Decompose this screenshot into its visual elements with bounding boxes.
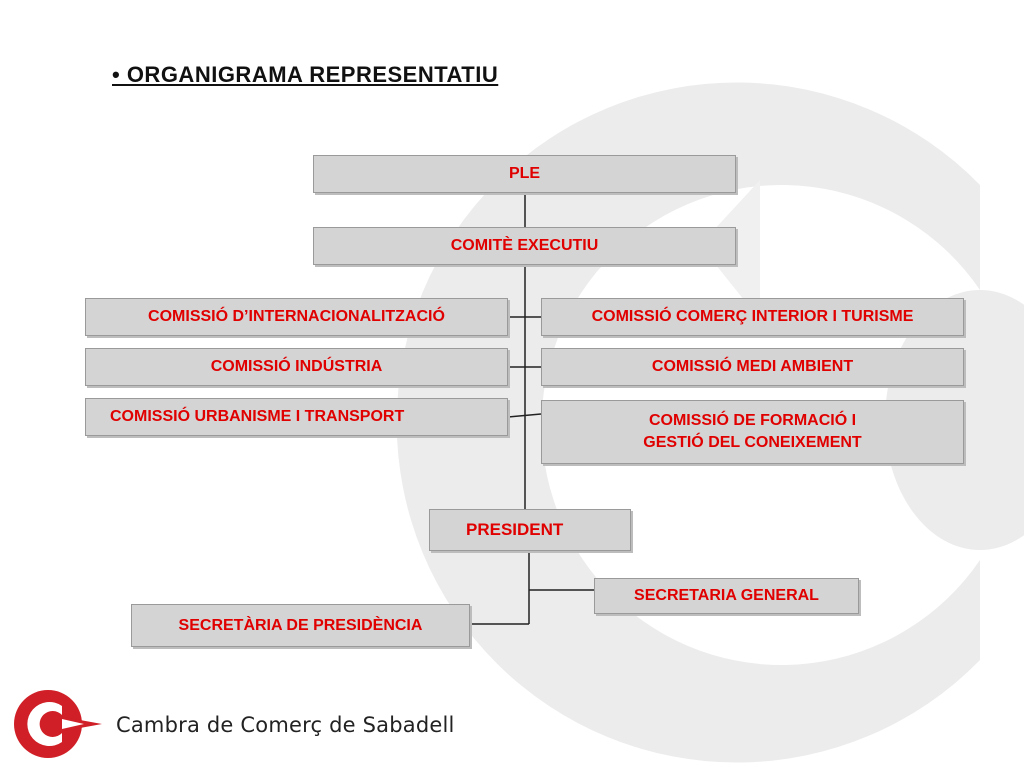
secretaria-general-box: SECRETARIA GENERAL bbox=[594, 578, 859, 614]
comissio-urbanisme-label: COMISSIÓ URBANISME I TRANSPORT bbox=[110, 408, 405, 425]
brand-name: Cambra de Comerç de Sabadell bbox=[116, 713, 455, 737]
comissio-urbanisme-box: COMISSIÓ URBANISME I TRANSPORT bbox=[85, 398, 508, 436]
secretaria-presidencia-label: SECRETÀRIA DE PRESIDÈNCIA bbox=[178, 616, 423, 634]
comissio-industria-box: COMISSIÓ INDÚSTRIA bbox=[85, 348, 508, 386]
comissio-formacio-box: COMISSIÓ DE FORMACIÓ I GESTIÓ DEL CONEIX… bbox=[541, 400, 964, 464]
comissio-internacionalitzacio-box: COMISSIÓ D’INTERNACIONALITZACIÓ bbox=[85, 298, 508, 336]
secretaria-presidencia-box: SECRETÀRIA DE PRESIDÈNCIA bbox=[131, 604, 470, 647]
secretaria-general-label: SECRETARIA GENERAL bbox=[634, 587, 819, 604]
president-box: PRESIDENT bbox=[429, 509, 631, 551]
comite-executiu-box: COMITÈ EXECUTIU bbox=[313, 227, 736, 265]
comissio-comerc-box: COMISSIÓ COMERÇ INTERIOR I TURISME bbox=[541, 298, 964, 336]
comissio-comerc-label: COMISSIÓ COMERÇ INTERIOR I TURISME bbox=[591, 308, 914, 325]
ple-box: PLE bbox=[313, 155, 736, 193]
comissio-industria-label: COMISSIÓ INDÚSTRIA bbox=[210, 358, 383, 375]
comissio-formacio-label-line1: COMISSIÓ DE FORMACIÓ I bbox=[648, 412, 857, 429]
president-label: PRESIDENT bbox=[466, 520, 564, 539]
comissio-formacio-label-line2: GESTIÓ DEL CONEIXEMENT bbox=[643, 434, 862, 451]
page-title: • ORGANIGRAMA REPRESENTATIU bbox=[112, 62, 499, 87]
cambra-logo-icon bbox=[14, 690, 102, 758]
comissio-internacionalitzacio-label: COMISSIÓ D’INTERNACIONALITZACIÓ bbox=[148, 308, 445, 325]
comissio-medi-ambient-box: COMISSIÓ MEDI AMBIENT bbox=[541, 348, 964, 386]
ple-label: PLE bbox=[508, 165, 541, 182]
comite-executiu-label: COMITÈ EXECUTIU bbox=[450, 237, 599, 254]
comissio-medi-ambient-label: COMISSIÓ MEDI AMBIENT bbox=[651, 358, 854, 375]
